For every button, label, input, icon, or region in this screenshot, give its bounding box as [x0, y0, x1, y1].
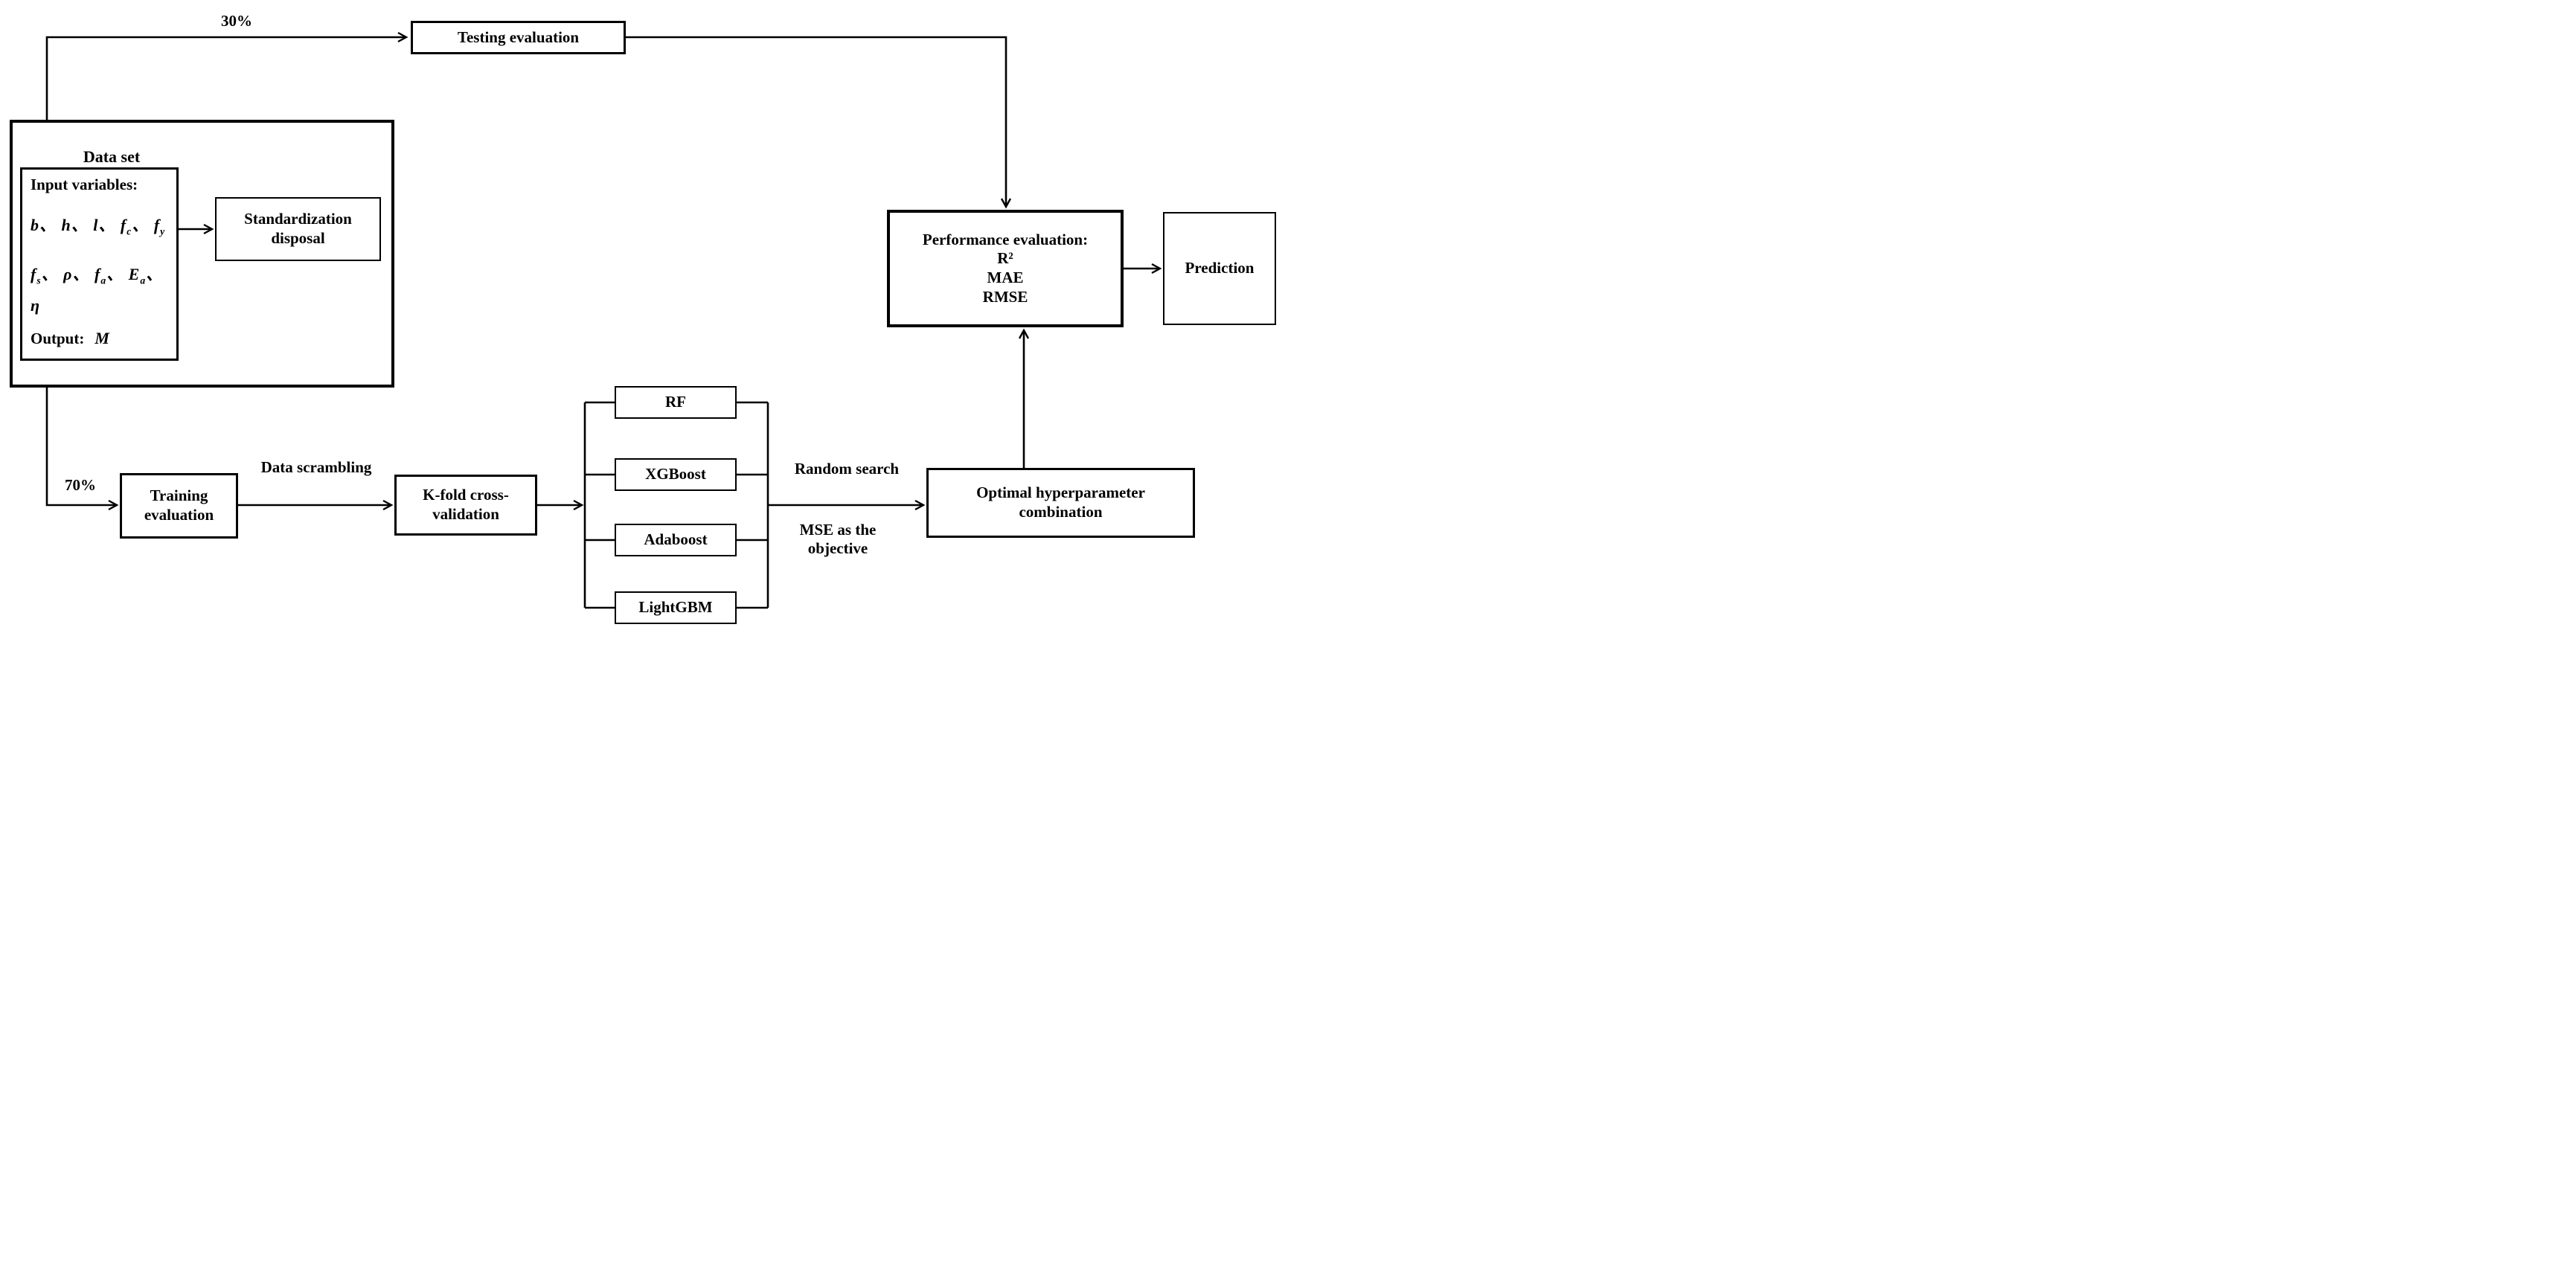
training-line1: Training [150, 486, 208, 505]
random-search-label: Random search [794, 460, 900, 478]
kfold-box: K-fold cross- validation [394, 475, 537, 536]
model-lightgbm-label: LightGBM [638, 598, 713, 617]
kfold-line2: validation [432, 505, 499, 523]
model-box-lightgbm: LightGBM [615, 591, 737, 624]
performance-evaluation-box: Performance evaluation: R² MAE RMSE [887, 210, 1124, 327]
model-box-adaboost: Adaboost [615, 524, 737, 556]
optimal-hyperparameter-box: Optimal hyperparameter combination [926, 468, 1195, 538]
input-variables-line2: fs、 ρ、 fa、 Ea、 [31, 265, 164, 286]
standardization-line1: Standardization [244, 210, 352, 228]
output-label: Output: [31, 330, 85, 347]
performance-heading: Performance evaluation: [922, 230, 1089, 248]
output-variable: M [94, 329, 109, 347]
model-xgboost-label: XGBoost [645, 465, 706, 484]
testing-evaluation-label: Testing evaluation [457, 28, 580, 46]
performance-metric-rmse: RMSE [982, 287, 1028, 306]
performance-metric-mae: MAE [987, 269, 1024, 286]
model-box-rf: RF [615, 386, 737, 419]
data-scrambling-label: Data scrambling [260, 458, 372, 476]
connector-dataset-to-testing [45, 31, 408, 120]
split-30-label: 30% [221, 12, 252, 30]
input-variables-content: Input variables: b、 h、 l、 fc、 fy fs、 ρ、 … [22, 170, 176, 359]
input-variables-box: Input variables: b、 h、 l、 fc、 fy fs、 ρ、 … [20, 167, 179, 361]
model-box-xgboost: XGBoost [615, 458, 737, 491]
prediction-box: Prediction [1163, 212, 1276, 325]
model-adaboost-label: Adaboost [644, 530, 708, 549]
testing-evaluation-box: Testing evaluation [411, 21, 626, 54]
optimal-line2: combination [1019, 503, 1103, 521]
performance-metric-r2: R² [997, 249, 1013, 268]
input-variables-line3: η [31, 296, 41, 315]
model-rf-label: RF [665, 393, 686, 411]
training-evaluation-box: Training evaluation [120, 473, 238, 539]
split-70-label: 70% [65, 476, 96, 494]
standardization-line2: disposal [271, 229, 325, 247]
input-variables-line1: b、 h、 l、 fc、 fy [31, 216, 166, 237]
mse-objective-label: MSE as the objective [763, 521, 912, 558]
optimal-line1: Optimal hyperparameter [976, 484, 1145, 502]
prediction-label: Prediction [1185, 259, 1255, 277]
flowchart-canvas: Testing evaluation Data set Input variab… [0, 0, 1288, 636]
kfold-line1: K-fold cross- [423, 486, 509, 504]
dataset-title: Data set [83, 147, 141, 166]
mse-objective-line1: MSE as the [799, 521, 877, 539]
connector-testing-to-performance [626, 36, 1012, 209]
mse-objective-line2: objective [807, 539, 868, 558]
training-line2: evaluation [144, 506, 214, 524]
input-variables-heading: Input variables: [31, 176, 138, 193]
standardization-box: Standardization disposal [215, 197, 381, 261]
output-line: Output: M [31, 329, 172, 349]
